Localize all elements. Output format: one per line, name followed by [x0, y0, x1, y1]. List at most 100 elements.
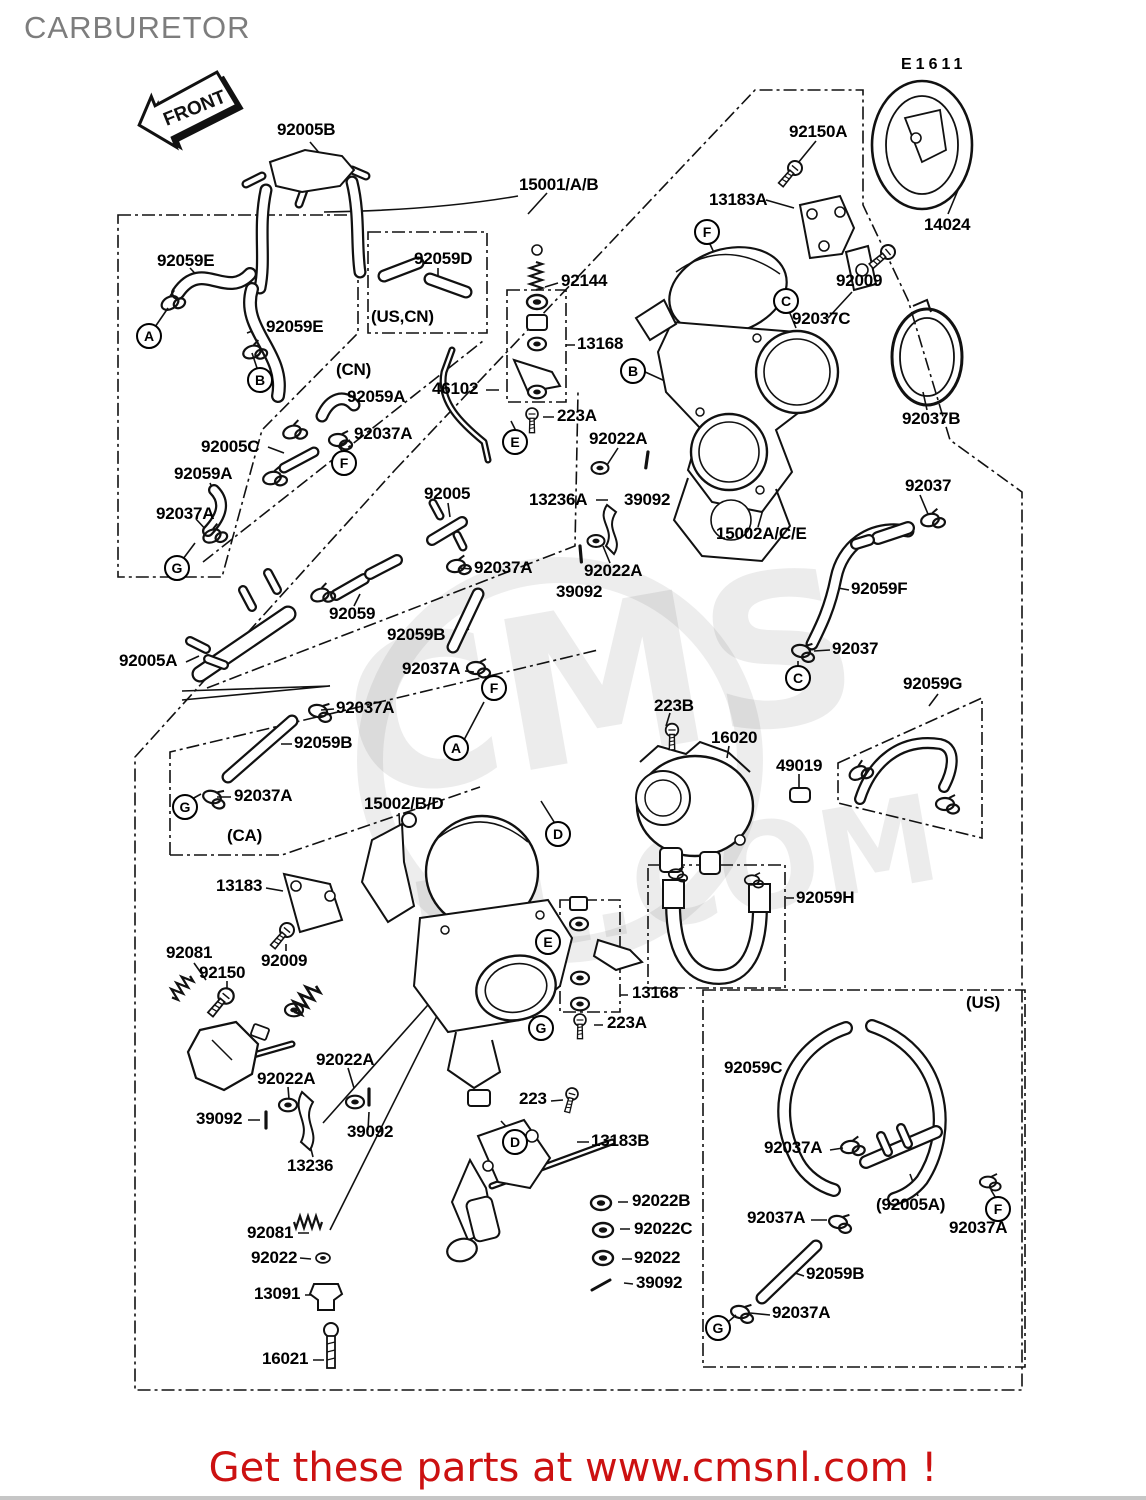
part-label: 92037A	[474, 558, 533, 577]
part-label: 39092	[624, 490, 671, 509]
part-label: 16020	[711, 728, 758, 747]
part-label: 92059H	[796, 888, 855, 907]
callout-letter-F: F	[481, 675, 507, 701]
callout-letter-G: G	[164, 555, 190, 581]
part-label: 16021	[262, 1349, 309, 1368]
part-label: 92059E	[266, 317, 324, 336]
callout-letter-E: E	[535, 929, 561, 955]
part-label: 92059B	[387, 625, 446, 644]
part-label: 15002/B/D	[364, 794, 444, 813]
part-label: 92037A	[234, 786, 293, 805]
part-label: 92059F	[851, 579, 908, 598]
part-label: 92037B	[902, 409, 961, 428]
part-label: 92037A	[354, 424, 413, 443]
part-label: 92081	[247, 1223, 294, 1242]
callout-letter-B: B	[620, 358, 646, 384]
callout-letter-A: A	[443, 735, 469, 761]
part-label: 92037A	[402, 659, 461, 678]
part-label: 92059A	[347, 387, 406, 406]
part-label: 92037A	[336, 698, 395, 717]
part-label: 92005A	[119, 651, 178, 670]
part-label: 92022A	[257, 1069, 316, 1088]
callout-letter-B: B	[247, 367, 273, 393]
part-label: 92059A	[174, 464, 233, 483]
part-label: (CA)	[227, 826, 263, 845]
part-label: 92037A	[156, 504, 215, 523]
part-label: 92059E	[157, 251, 215, 270]
part-label: E1611	[901, 56, 967, 73]
part-label: 39092	[196, 1109, 243, 1128]
part-label: 13236A	[529, 490, 588, 509]
part-label: 223B	[654, 696, 694, 715]
part-label: 92005	[424, 484, 471, 503]
part-label: 92037	[905, 476, 952, 495]
part-label: (92005A)	[876, 1195, 946, 1214]
part-label: (CN)	[336, 360, 372, 379]
part-label: 92059D	[414, 249, 473, 268]
part-label: 223A	[607, 1013, 647, 1032]
part-label: 92037A	[772, 1303, 831, 1322]
part-label: 92009	[836, 271, 883, 290]
front-arrow: FRONT	[137, 70, 244, 151]
part-label: 92037A	[764, 1138, 823, 1157]
part-label: 92022A	[589, 429, 648, 448]
part-label: 92144	[561, 271, 608, 290]
part-label: 92059B	[294, 733, 353, 752]
part-label: 13168	[577, 334, 624, 353]
part-label: 92005B	[277, 120, 336, 139]
part-label: 14024	[924, 215, 971, 234]
bottom-strip	[0, 1496, 1146, 1500]
part-label: 15001/A/B	[519, 175, 599, 194]
callout-letter-A: A	[136, 323, 162, 349]
callout-letter-G: G	[172, 794, 198, 820]
part-label: 92150A	[789, 122, 848, 141]
part-label: (US)	[966, 993, 1001, 1012]
part-label: 13183B	[591, 1131, 650, 1150]
part-label: 13236	[287, 1156, 334, 1175]
part-label: 13183A	[709, 190, 768, 209]
part-label: 92005C	[201, 437, 260, 456]
callout-letter-C: C	[773, 288, 799, 314]
part-label: 92022A	[584, 561, 643, 580]
callout-letter-D: D	[545, 821, 571, 847]
callout-letter-E: E	[502, 429, 528, 455]
part-label: 223A	[557, 406, 597, 425]
part-label: 92022B	[632, 1191, 691, 1210]
callout-letter-F: F	[331, 450, 357, 476]
part-label: 92009	[261, 951, 308, 970]
part-label: 223	[519, 1089, 547, 1108]
callout-letter-G: G	[528, 1015, 554, 1041]
cmsnl-banner: Get these parts at www.cmsnl.com !	[208, 1445, 938, 1491]
callout-letter-D: D	[502, 1129, 528, 1155]
callout-letter-F: F	[985, 1196, 1011, 1222]
part-label: 92037A	[949, 1218, 1008, 1237]
part-label: 92059G	[903, 674, 963, 693]
part-label: 13091	[254, 1284, 301, 1303]
part-label: 92022	[634, 1248, 681, 1267]
part-label: 13183	[216, 876, 263, 895]
part-label: 92037C	[792, 309, 851, 328]
part-label: 92022	[251, 1248, 298, 1267]
part-label: 46102	[432, 379, 479, 398]
part-label: 39092	[636, 1273, 683, 1292]
part-label: 92022C	[634, 1219, 693, 1238]
page-title: CARBURETOR	[24, 10, 251, 45]
part-label: 49019	[776, 756, 823, 775]
part-label: 92037A	[747, 1208, 806, 1227]
part-label: 92081	[166, 943, 213, 962]
part-label: 92150	[199, 963, 246, 982]
callout-letter-G: G	[705, 1315, 731, 1341]
part-label: (US,CN)	[371, 307, 434, 326]
part-label: 92059B	[806, 1264, 865, 1283]
callout-letter-F: F	[694, 219, 720, 245]
part-label: 39092	[347, 1122, 394, 1141]
component-bodies	[186, 79, 974, 1369]
part-label: 92022A	[316, 1050, 375, 1069]
callout-letter-C: C	[785, 665, 811, 691]
part-label: 15002A/C/E	[716, 524, 807, 543]
part-label: 92059	[329, 604, 376, 623]
part-label: 13168	[632, 983, 679, 1002]
part-label: 39092	[556, 582, 603, 601]
